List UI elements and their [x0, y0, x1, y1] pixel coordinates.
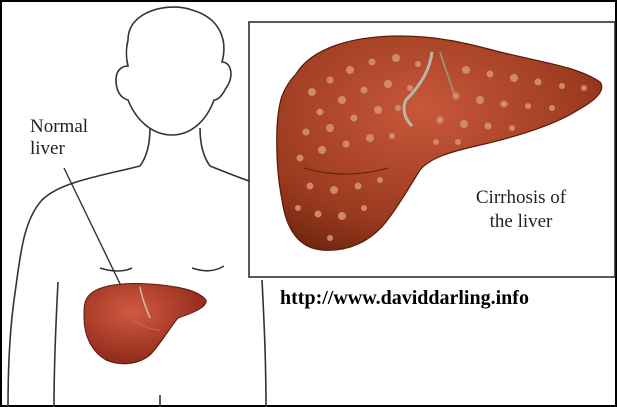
cirrhosis-label: Cirrhosis of the liver: [446, 186, 596, 234]
normal-liver-label: Normal liver: [30, 116, 140, 160]
source-url: http://www.daviddarling.info: [280, 287, 610, 310]
cirrhosis-label-line1: Cirrhosis of: [446, 186, 596, 210]
normal-liver-label-line2: liver: [30, 138, 140, 160]
normal-liver: [84, 284, 206, 364]
normal-liver-label-line1: Normal: [30, 116, 140, 138]
cirrhosis-label-line2: the liver: [446, 210, 596, 234]
pointer-line: [64, 168, 124, 292]
